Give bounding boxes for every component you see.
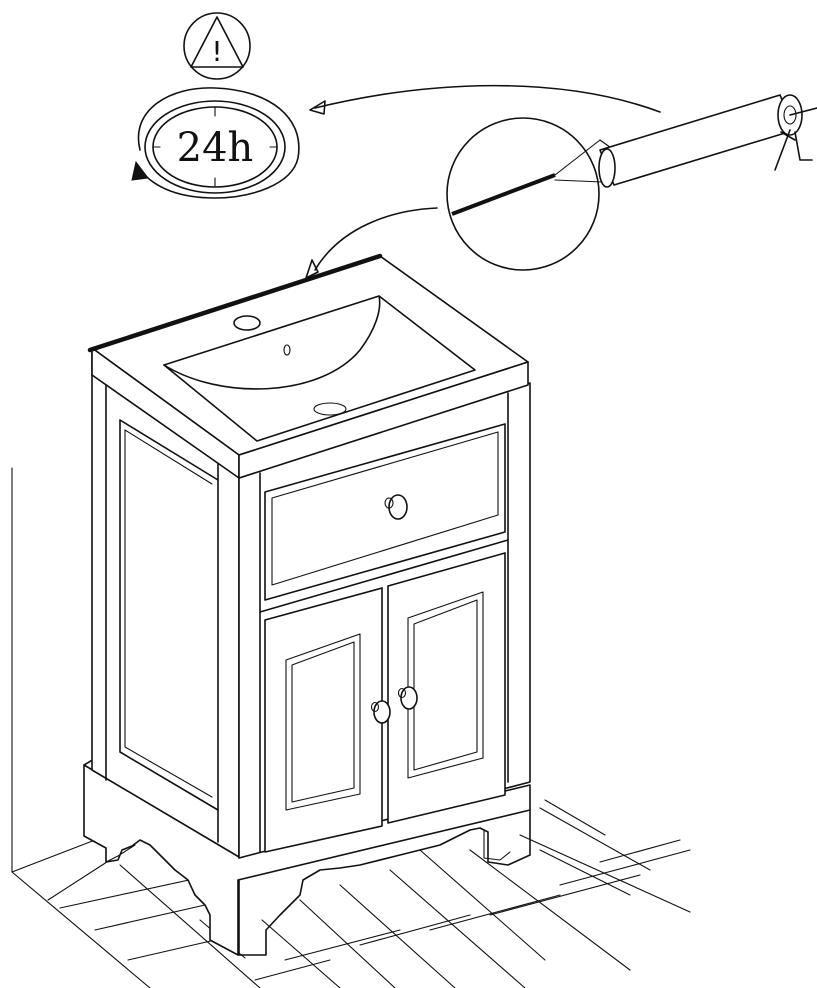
door-right [387, 552, 506, 824]
silicone-gun-icon [598, 94, 817, 188]
basin-icon [163, 295, 476, 442]
timer-24h-icon: 24h [131, 87, 300, 199]
cure-time-label: 24h [177, 125, 254, 171]
door-left [264, 587, 383, 853]
knob-icon [384, 494, 408, 520]
warning-glyph: ! [211, 35, 222, 68]
door-knob-left [370, 700, 391, 724]
tap-hole-icon [233, 315, 261, 331]
floor-tiles [11, 467, 691, 988]
vanity-cabinet [83, 253, 531, 956]
arrow-to-timer [314, 84, 661, 113]
arrow-to-cabinet [314, 207, 438, 271]
drawer-front [264, 423, 506, 601]
magnifier-detail-icon [446, 117, 615, 271]
door-knob-right [397, 686, 418, 710]
silicone-seal [87, 253, 383, 353]
warning-icon: ! [183, 12, 251, 80]
overflow-hole [283, 344, 291, 356]
